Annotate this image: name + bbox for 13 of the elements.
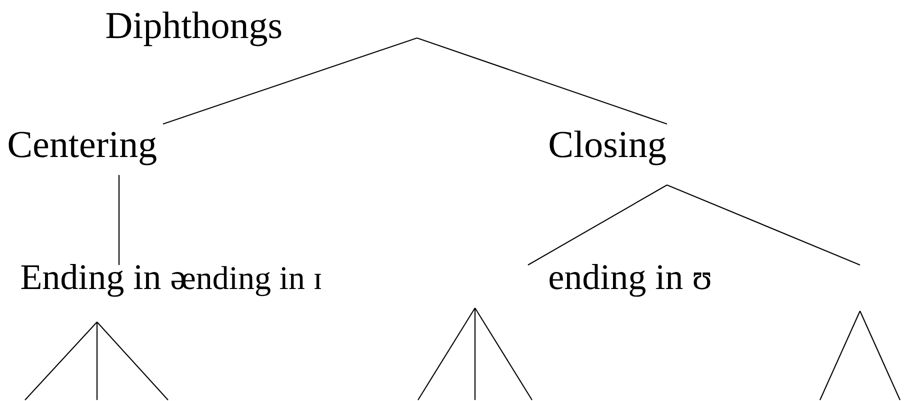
branch-line <box>96 322 168 400</box>
tree-label: Closing <box>550 130 666 166</box>
tree-label: ending in ɪ <box>182 266 321 296</box>
tree-label: ending in ʊ <box>550 264 710 297</box>
branch-line <box>96 322 98 400</box>
branch-line <box>666 184 860 266</box>
branch-line <box>416 37 668 125</box>
branch-line <box>24 322 98 400</box>
tree-label: Centering <box>8 132 156 166</box>
branch-line <box>162 37 418 125</box>
branch-line <box>118 175 120 265</box>
tree-label: Diphthongs <box>106 12 282 46</box>
branch-line <box>528 184 668 266</box>
